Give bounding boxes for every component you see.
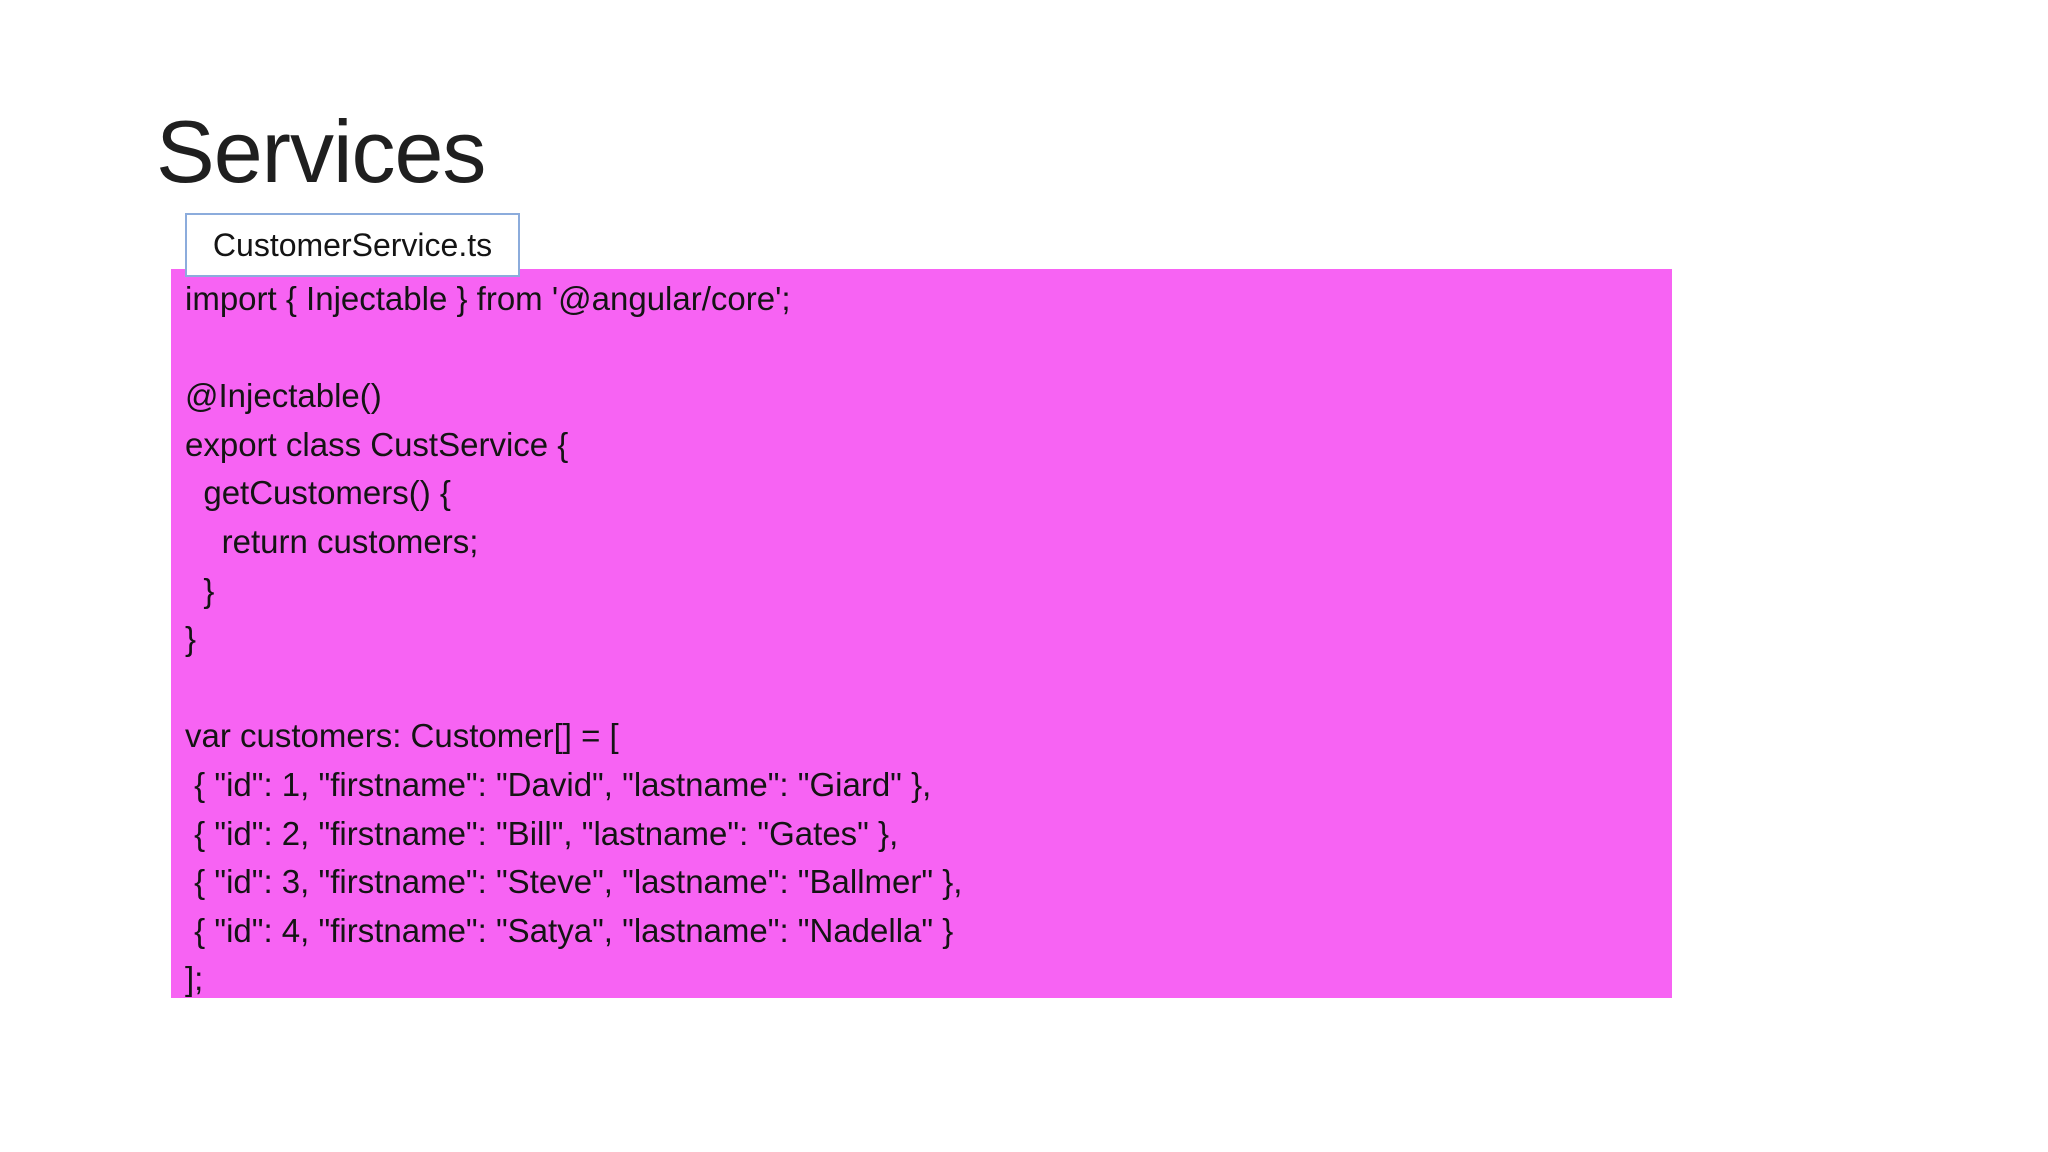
code-line: @Injectable() bbox=[185, 377, 382, 415]
code-line: export class CustService { bbox=[185, 425, 569, 463]
code-line: return customers; bbox=[185, 522, 479, 560]
code-line: getCustomers() { bbox=[185, 474, 451, 512]
code-line: } bbox=[185, 620, 197, 658]
file-name-label-text: CustomerService.ts bbox=[212, 226, 493, 263]
code-line: ]; bbox=[185, 960, 204, 998]
code-line bbox=[185, 324, 1672, 373]
code-line: var customers: Customer[] = [ bbox=[185, 717, 619, 755]
code-line: } bbox=[185, 571, 215, 609]
code-line: { "id": 1, "firstname": "David", "lastna… bbox=[185, 765, 932, 803]
code-line bbox=[185, 664, 1672, 713]
page-title: Services bbox=[156, 102, 486, 201]
code-line: import { Injectable } from '@angular/cor… bbox=[185, 280, 791, 317]
code-line: { "id": 4, "firstname": "Satya", "lastna… bbox=[185, 911, 954, 949]
code-block: import { Injectable } from '@angular/cor… bbox=[171, 269, 1672, 998]
file-name-label: CustomerService.ts bbox=[185, 213, 520, 277]
code-line: { "id": 2, "firstname": "Bill", "lastnam… bbox=[185, 814, 899, 852]
code-line: { "id": 3, "firstname": "Steve", "lastna… bbox=[185, 863, 963, 901]
